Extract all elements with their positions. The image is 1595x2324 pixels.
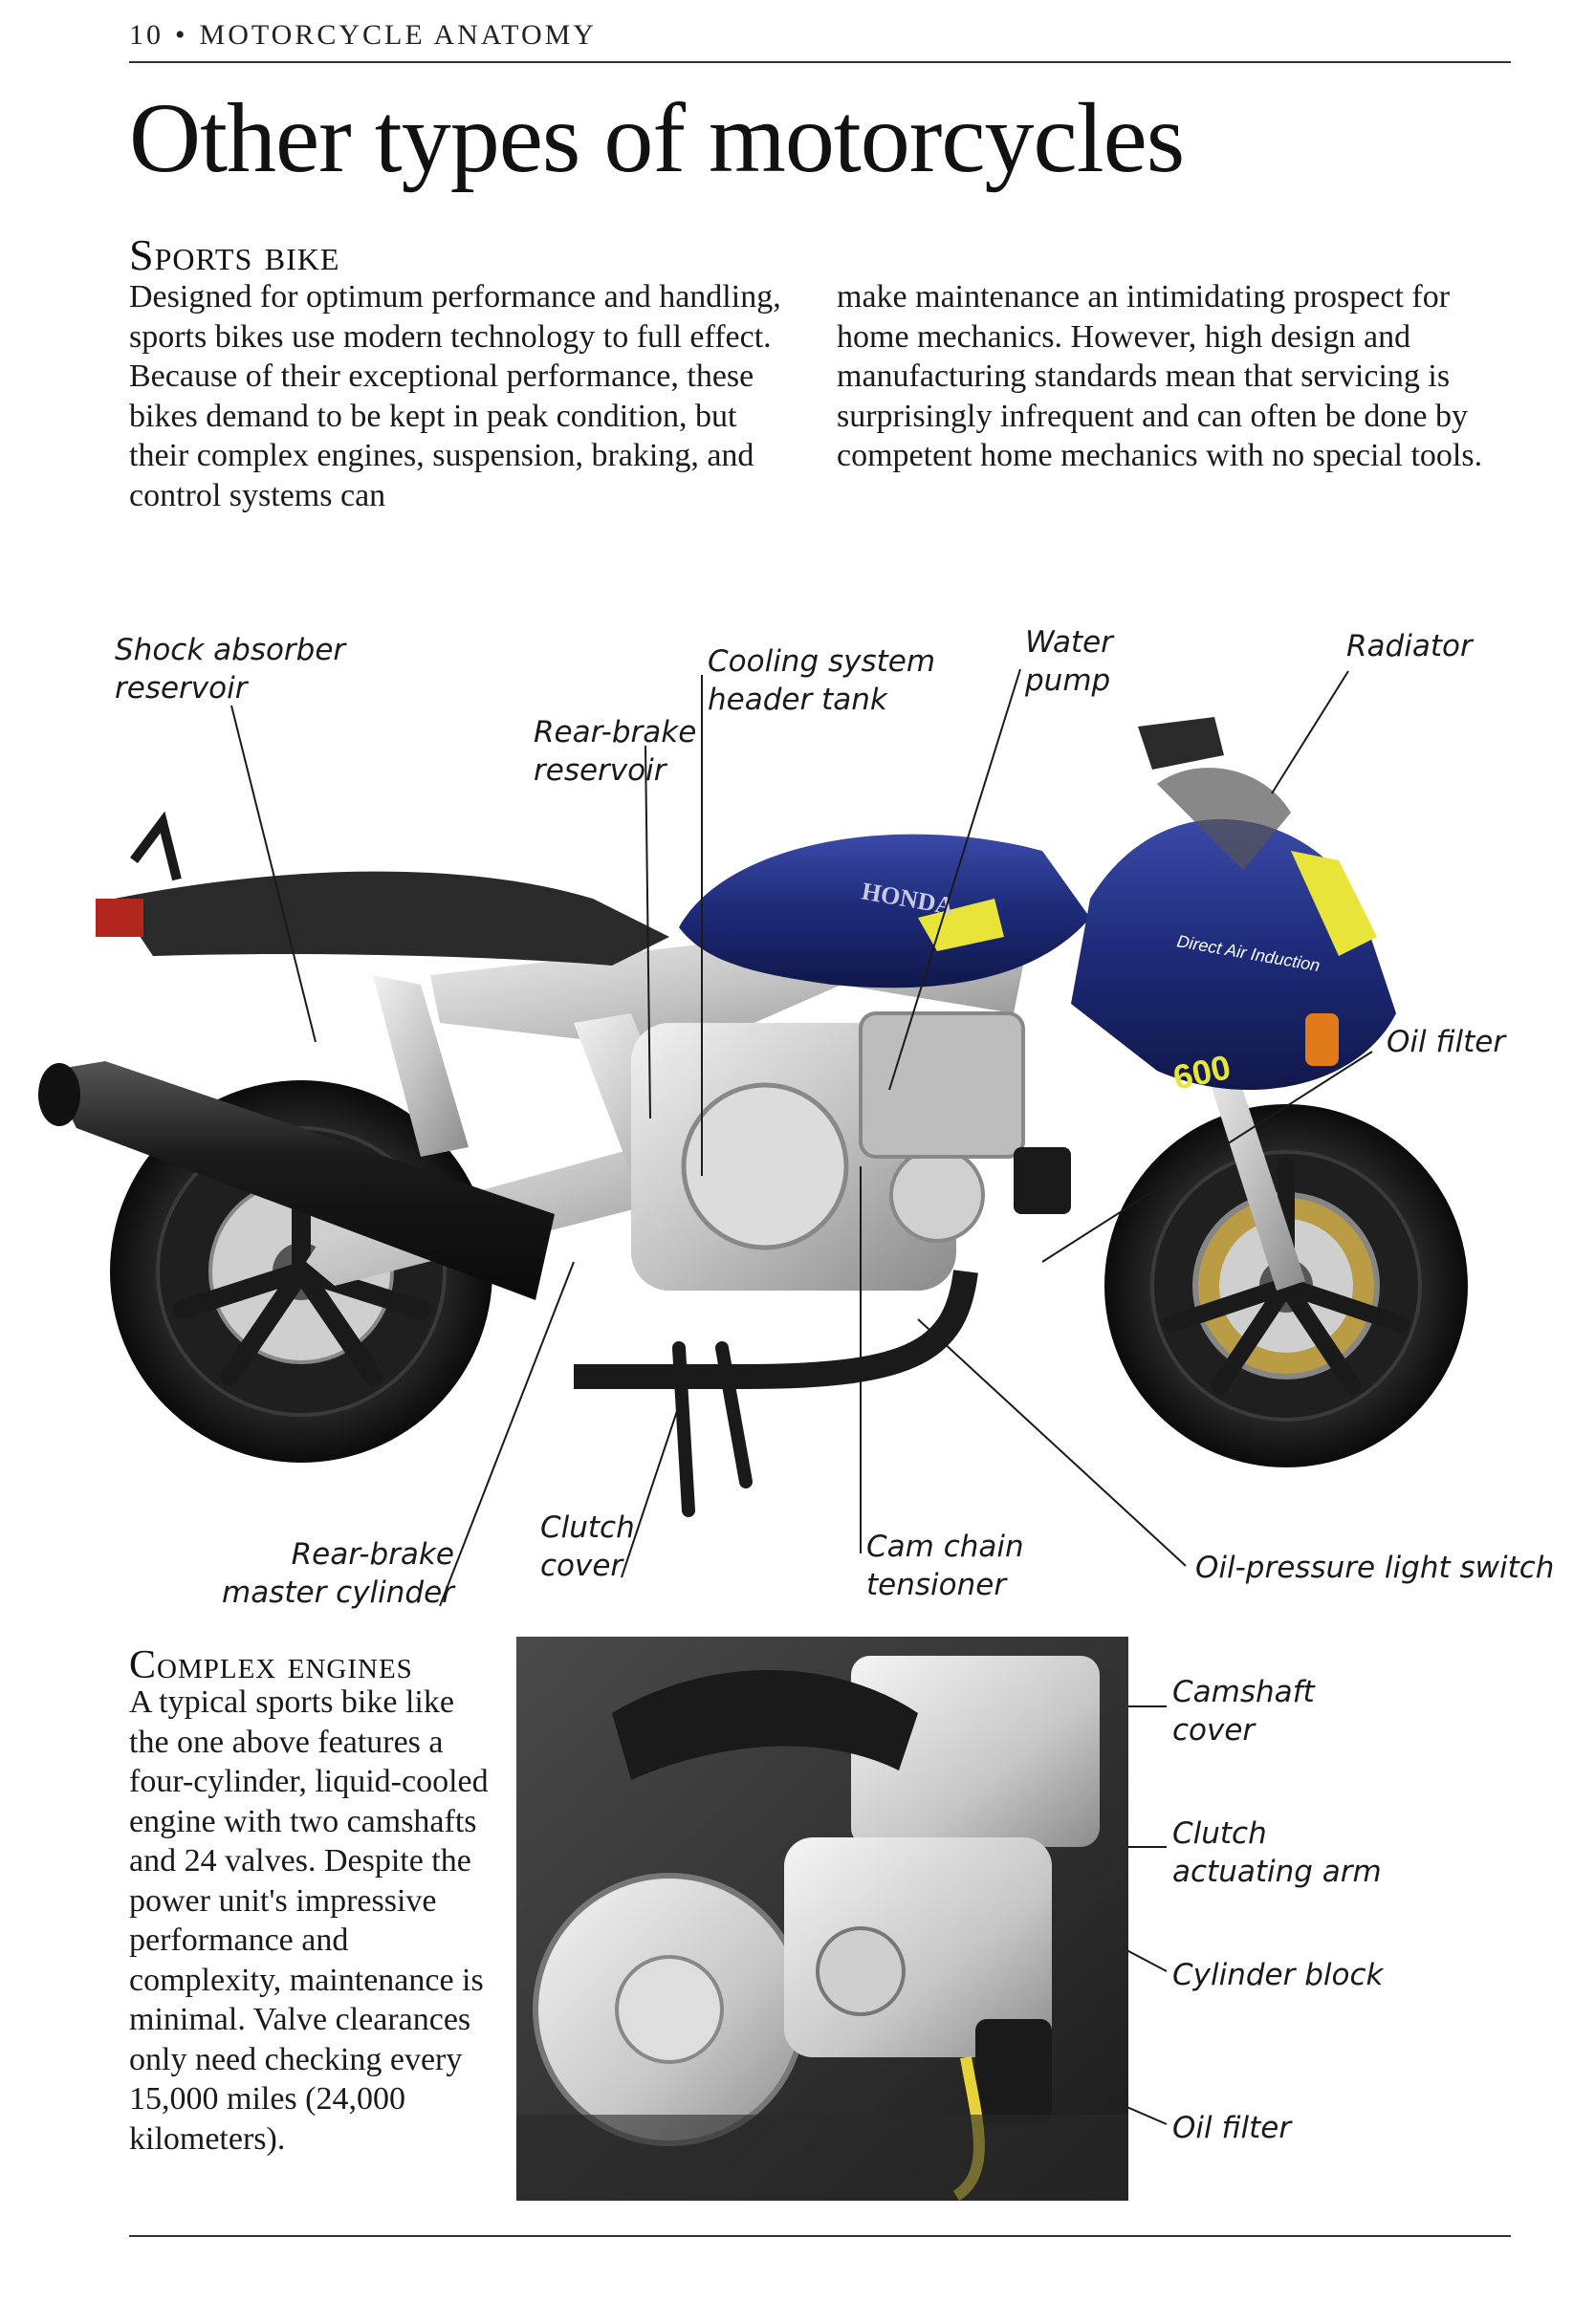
sports-bike-illustration: HONDA Direct Air Induction 600 [38, 717, 1468, 1517]
label-engine-oil-filter: Oil filter [1172, 2111, 1292, 2145]
label-clutch-actuating-arm: Clutch actuating arm [1172, 1816, 1382, 1889]
header-rule [129, 61, 1511, 63]
seat [115, 871, 669, 966]
fairing-stripe [1291, 851, 1377, 956]
mirror [1138, 717, 1224, 770]
label-oil-filter: Oil filter [1387, 1025, 1506, 1059]
tail-light [96, 899, 143, 937]
label-cam-chain-tensioner: Cam chain tensioner [866, 1530, 1024, 1602]
label-rear-brake-reservoir: Rear-brake reservoir [534, 715, 697, 788]
sports-bike-heading: Sports bike [129, 230, 340, 279]
frame-bracket [612, 1670, 918, 1780]
sports-bike-text-left: Designed for optimum performance and han… [129, 279, 781, 513]
label-radiator: Radiator [1346, 629, 1473, 663]
indicator-light [1305, 1013, 1339, 1066]
label-clutch-cover: Clutch cover [540, 1510, 635, 1583]
label-rear-brake-master-cylinder: Rear-brake master cylinder [222, 1537, 454, 1610]
page-number: 10 [129, 19, 164, 51]
engine-closeup-photo [516, 1637, 1128, 2201]
label-oil-pressure-light-switch: Oil-pressure light switch [1195, 1551, 1555, 1585]
label-shock-absorber-reservoir: Shock absorber reservoir [115, 633, 346, 706]
label-cooling-system-header-tank: Cooling system header tank [708, 644, 936, 717]
sports-bike-text-right: make maintenance an intimidating prospec… [837, 279, 1483, 473]
running-header: 10 • MOTORCYCLE ANATOMY [129, 19, 597, 52]
camshaft-cover-shape [851, 1656, 1100, 1847]
complex-engines-heading: Complex engines [129, 1643, 413, 1687]
label-camshaft-cover: Camshaft cover [1172, 1675, 1315, 1748]
fuel-tank [679, 834, 1090, 988]
windscreen [1157, 768, 1291, 870]
complex-engines-text: A typical sports bike like the one above… [129, 1684, 489, 2157]
header-section: MOTORCYCLE ANATOMY [199, 19, 597, 51]
label-water-pump: Water pump [1025, 625, 1113, 698]
engine [631, 1011, 1071, 1291]
oil-filter-shape [975, 2019, 1052, 2124]
header-separator: • [175, 19, 188, 51]
footer-rule [129, 2235, 1511, 2237]
exhaust [38, 1061, 978, 1389]
page-title: Other types of motorcycles [129, 83, 1185, 193]
grab-rail [130, 811, 182, 881]
label-cylinder-block: Cylinder block [1172, 1958, 1384, 1992]
